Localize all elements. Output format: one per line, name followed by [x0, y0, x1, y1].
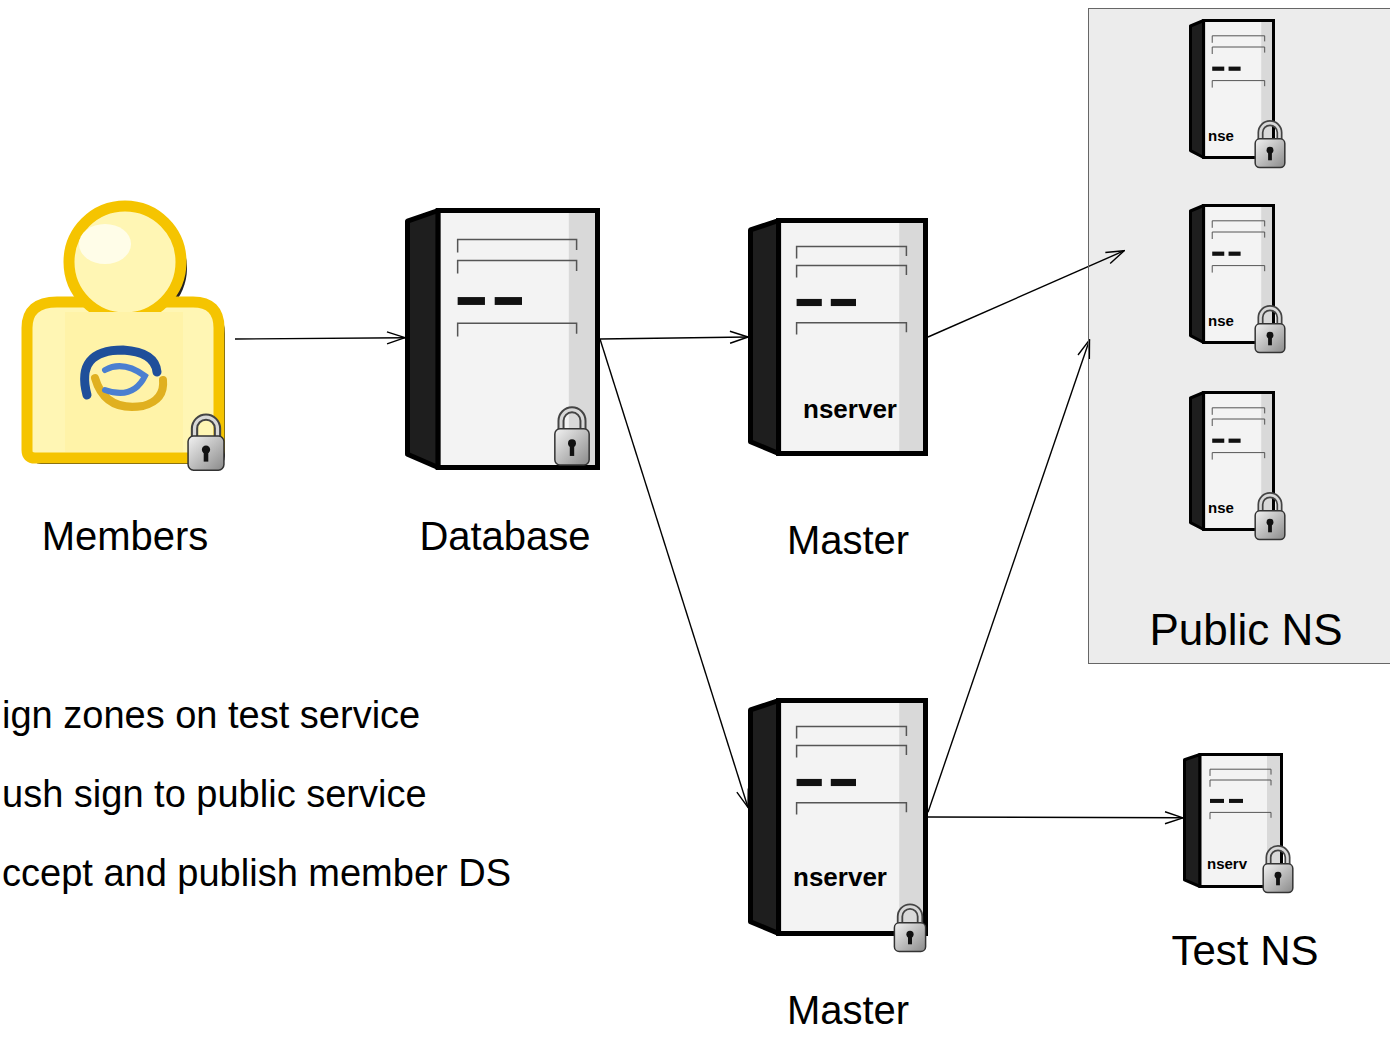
- flow-arrow: [928, 816, 1183, 818]
- node-label: Database: [419, 513, 590, 559]
- node-label: Test NS: [1171, 927, 1318, 975]
- member-node: Members: [5, 198, 235, 570]
- server-node: nse: [1189, 391, 1299, 541]
- bullet-text: ush sign to public service: [2, 773, 427, 817]
- lock-icon: [1251, 302, 1289, 354]
- lock-icon: [1259, 842, 1297, 894]
- lock-icon: [1251, 117, 1289, 169]
- flow-arrow: [928, 340, 1090, 812]
- server-node: nse: [1189, 19, 1299, 169]
- node-label: Master: [787, 987, 909, 1033]
- flow-arrow: [600, 337, 748, 339]
- server-name: nserver: [803, 395, 897, 425]
- node-label: Public NS: [1149, 605, 1342, 656]
- server-icon: [748, 698, 928, 936]
- server-name: nse: [1208, 499, 1234, 516]
- lock-icon: [1251, 489, 1289, 541]
- flow-arrow: [235, 338, 405, 339]
- server-name: nse: [1208, 312, 1234, 329]
- server-name: nserver: [793, 863, 887, 893]
- node-label: Master: [787, 517, 909, 563]
- lock-icon: [550, 401, 594, 467]
- server-name: nse: [1208, 127, 1234, 144]
- server-node: nse: [1189, 204, 1299, 354]
- server-group-panel: Public NS nse nse nse: [1088, 8, 1390, 664]
- lock-icon: [183, 410, 229, 472]
- bullet-text: ccept and publish member DS: [2, 852, 511, 896]
- lock-icon: [890, 901, 930, 953]
- server-name: nserv: [1207, 855, 1247, 872]
- server-node: Database: [400, 205, 610, 565]
- server-node: nserverMaster: [740, 695, 955, 1041]
- flow-arrow: [928, 251, 1124, 337]
- server-node: nservTest NS: [1165, 750, 1325, 980]
- flow-arrow: [600, 339, 748, 807]
- node-label: Members: [42, 513, 209, 559]
- bullet-text: ign zones on test service: [2, 694, 420, 738]
- server-node: nserverMaster: [740, 215, 955, 575]
